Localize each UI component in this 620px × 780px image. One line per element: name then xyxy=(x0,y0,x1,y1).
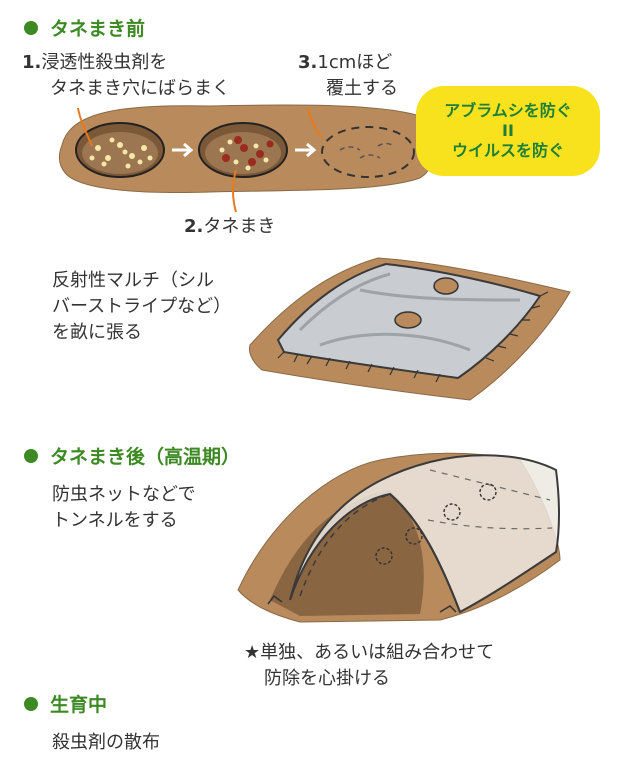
mulch-hole xyxy=(433,277,459,295)
reflective-mulch-illustration xyxy=(249,257,571,401)
arrow-head-icon xyxy=(306,142,317,158)
step2-text: タネまき xyxy=(203,216,276,237)
hole-with-seeds xyxy=(198,122,288,178)
step3-number: 3. xyxy=(298,52,318,73)
mulch-label: 反射性マルチ（シル バーストライプなど） を畝に張る xyxy=(52,268,231,346)
step2-number: 2. xyxy=(184,216,204,237)
section-title: 生育中 xyxy=(50,694,108,716)
callout-line2: II xyxy=(502,121,514,140)
note-line2: 防除を心掛ける xyxy=(264,668,390,689)
callout-line1: アブラムシを防ぐ xyxy=(444,101,572,120)
step1-line2: タネまき穴にばらまく xyxy=(50,78,230,99)
combination-note: ★単独、あるいは組み合わせて 防除を心掛ける xyxy=(244,640,494,692)
section-heading-after-sowing: タネまき後（高温期） xyxy=(24,442,240,469)
section-title: タネまき前 xyxy=(50,18,146,40)
step3-line1: 1cmほど xyxy=(317,52,393,73)
covered-hole xyxy=(321,126,415,178)
hole-with-insecticide xyxy=(75,122,165,178)
bullet-dot-icon xyxy=(24,696,38,711)
bullet-dot-icon xyxy=(24,448,38,463)
callout-line3: ウイルスを防ぐ xyxy=(451,141,564,160)
tunnel-line1: 防虫ネットなどで xyxy=(52,484,196,505)
mulch-hole xyxy=(394,311,422,329)
leader-line-step1 xyxy=(77,107,93,147)
tunnel-label: 防虫ネットなどで トンネルをする xyxy=(52,482,196,534)
mulch-line1: 反射性マルチ（シル xyxy=(52,270,214,291)
benefit-callout: アブラムシを防ぐ II ウイルスを防ぐ xyxy=(416,86,600,176)
section-title: タネまき後（高温期） xyxy=(50,446,241,468)
planting-bed-illustration xyxy=(58,104,437,213)
step1-number: 1. xyxy=(22,52,42,73)
step3-line2: 覆土する xyxy=(326,78,398,99)
note-line1: ★単独、あるいは組み合わせて xyxy=(244,642,495,663)
tunnel-line2: トンネルをする xyxy=(52,510,178,531)
section-heading-before-sowing: タネまき前 xyxy=(24,14,145,41)
step2-label: 2.タネまき xyxy=(184,214,275,240)
bullet-dot-icon xyxy=(24,20,38,35)
section-heading-growing: 生育中 xyxy=(24,690,107,717)
leader-line-step2 xyxy=(232,169,237,213)
step3-label: 3.1cmほど 覆土する xyxy=(298,50,398,102)
insect-net-tunnel-illustration xyxy=(237,452,561,623)
arrow-head-icon xyxy=(183,142,194,158)
step1-label: 1.浸透性殺虫剤を タネまき穴にばらまく xyxy=(22,50,230,102)
mulch-line2: バーストライプなど） xyxy=(52,296,232,317)
mulch-line3: を畝に張る xyxy=(52,322,142,343)
step1-line1: 浸透性殺虫剤を xyxy=(41,52,168,73)
leader-line-step3 xyxy=(307,107,323,139)
spray-label: 殺虫剤の散布 xyxy=(52,732,160,753)
